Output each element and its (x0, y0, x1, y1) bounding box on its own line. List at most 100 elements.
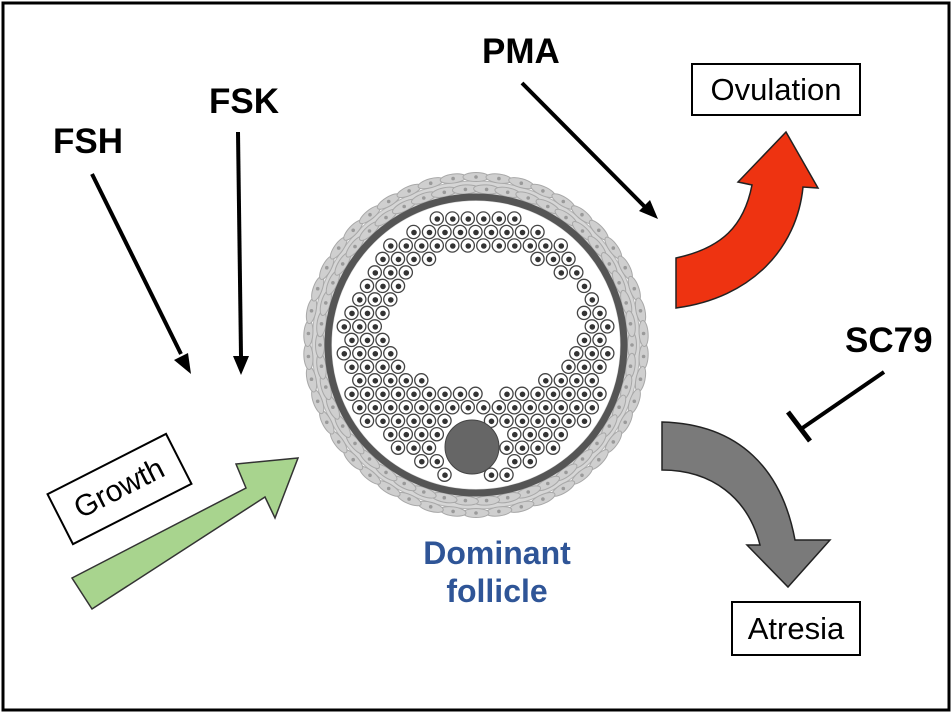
theca-cell-nucleus (632, 286, 637, 291)
theca-cell-nucleus (474, 511, 478, 515)
theca-cell-nucleus (505, 495, 510, 500)
theca-cell-nucleus (451, 176, 455, 181)
theca-cell-nucleus (638, 377, 643, 382)
theca-cell-nucleus (368, 212, 372, 217)
granulosa-cell-nucleus (535, 445, 541, 452)
granulosa-cell-nucleus (372, 405, 379, 411)
granulosa-cell-nucleus (403, 405, 410, 411)
theca-cell-nucleus (632, 399, 637, 404)
sc79-label: SC79 (845, 321, 933, 360)
granulosa-cell-nucleus (558, 405, 565, 411)
granulosa-cell-nucleus (388, 405, 394, 411)
granulosa-cell-nucleus (372, 351, 379, 357)
granulosa-cell-nucleus (527, 243, 534, 249)
granulosa-cell-nucleus (512, 405, 518, 411)
granulosa-cell-nucleus (419, 431, 425, 438)
theca-cell-nucleus (630, 343, 634, 347)
oocyte (444, 419, 500, 475)
granulosa-cell-nucleus (442, 229, 448, 236)
granulosa-cell-nucleus (411, 418, 417, 425)
granulosa-cell-nucleus (434, 243, 441, 249)
granulosa-cell-nucleus (574, 405, 580, 411)
theca-cell-nucleus (351, 457, 356, 462)
granulosa-cell-nucleus (535, 418, 541, 425)
granulosa-cell-nucleus (372, 378, 379, 384)
granulosa-cell-nucleus (357, 405, 363, 411)
granulosa-cell-nucleus (543, 431, 549, 438)
granulosa-cell-nucleus (357, 351, 363, 357)
granulosa-cell-nucleus (395, 364, 402, 371)
theca-cell-nucleus (319, 364, 324, 369)
theca-cell-nucleus (422, 196, 426, 200)
theca-cell-nucleus (519, 181, 524, 185)
theca-cell-nucleus (367, 229, 372, 233)
granulosa-cell-nucleus (457, 391, 464, 398)
granulosa-cell-nucleus (605, 351, 611, 357)
theca-cell-nucleus (607, 424, 612, 428)
theca-cell-nucleus (340, 262, 345, 266)
theca-cell-nucleus (611, 246, 616, 250)
granulosa-cell-nucleus (543, 243, 549, 249)
granulosa-cell-nucleus (535, 229, 541, 236)
granulosa-cell-nucleus (442, 472, 448, 479)
granulosa-cell-nucleus (419, 405, 425, 411)
theca-cell-nucleus (336, 440, 341, 444)
fsk-label: FSK (209, 82, 279, 121)
theca-cell-nucleus (638, 309, 643, 313)
granulosa-cell-nucleus (527, 405, 534, 411)
granulosa-cell-nucleus (519, 445, 526, 452)
granulosa-cell-nucleus (395, 391, 402, 398)
theca-cell-nucleus (561, 486, 566, 491)
theca-cell-nucleus (402, 481, 407, 486)
granulosa-cell-nucleus (550, 256, 557, 263)
theca-cell-nucleus (484, 498, 489, 503)
theca-cell-nucleus (315, 399, 320, 404)
granulosa-cell-nucleus (488, 229, 495, 236)
granulosa-cell-nucleus (403, 270, 410, 276)
atresia-label: Atresia (747, 611, 845, 646)
theca-cell-nucleus (340, 424, 345, 428)
theca-cell-nucleus (315, 286, 320, 291)
granulosa-cell-nucleus (473, 391, 479, 398)
granulosa-cell-nucleus (543, 405, 549, 411)
granulosa-cell-nucleus (504, 445, 510, 452)
granulosa-cells (332, 201, 620, 489)
theca-cell-nucleus (325, 420, 329, 425)
granulosa-cell-nucleus (395, 256, 402, 263)
granulosa-cell-nucleus (465, 405, 472, 411)
theca-cell-nucleus (331, 281, 335, 285)
theca-cell-nucleus (564, 215, 568, 220)
granulosa-cell-nucleus (574, 351, 580, 357)
theca-cell-nucleus (442, 495, 447, 500)
granulosa-cell-nucleus (566, 256, 572, 263)
theca-cell-nucleus (624, 385, 628, 389)
theca-cell-nucleus (402, 204, 407, 209)
granulosa-cell-nucleus (558, 270, 565, 276)
granulosa-cell-nucleus (543, 378, 549, 384)
granulosa-cell-nucleus (488, 472, 495, 479)
granulosa-cell-nucleus (512, 431, 518, 438)
granulosa-cell-nucleus (512, 458, 518, 465)
theca-cell-nucleus (353, 244, 357, 249)
granulosa-cell-nucleus (341, 324, 348, 330)
granulosa-cell-nucleus (597, 310, 603, 317)
granulosa-cell-nucleus (349, 391, 355, 398)
granulosa-cell-nucleus (434, 216, 441, 222)
granulosa-cell-nucleus (450, 405, 456, 411)
granulosa-cell-nucleus (558, 243, 565, 249)
basal-membrane-ring (324, 193, 628, 497)
theca-cell-nucleus (611, 440, 616, 444)
granulosa-cell-nucleus (605, 324, 611, 330)
granulosa-cell-nucleus (411, 256, 417, 263)
granulosa-cell-nucleus (403, 431, 410, 438)
theca-cell-nucleus (607, 262, 612, 266)
granulosa-cell-nucleus (527, 458, 534, 465)
granulosa-cell-nucleus (380, 310, 386, 317)
granulosa-cell-nucleus (597, 337, 603, 344)
granulosa-cell-nucleus (504, 418, 510, 425)
granulosa-cell-nucleus (349, 310, 355, 317)
granulosa-cell-nucleus (395, 283, 402, 290)
theca-cell-nucleus (367, 457, 372, 461)
granulosa-cell-nucleus (388, 297, 394, 303)
